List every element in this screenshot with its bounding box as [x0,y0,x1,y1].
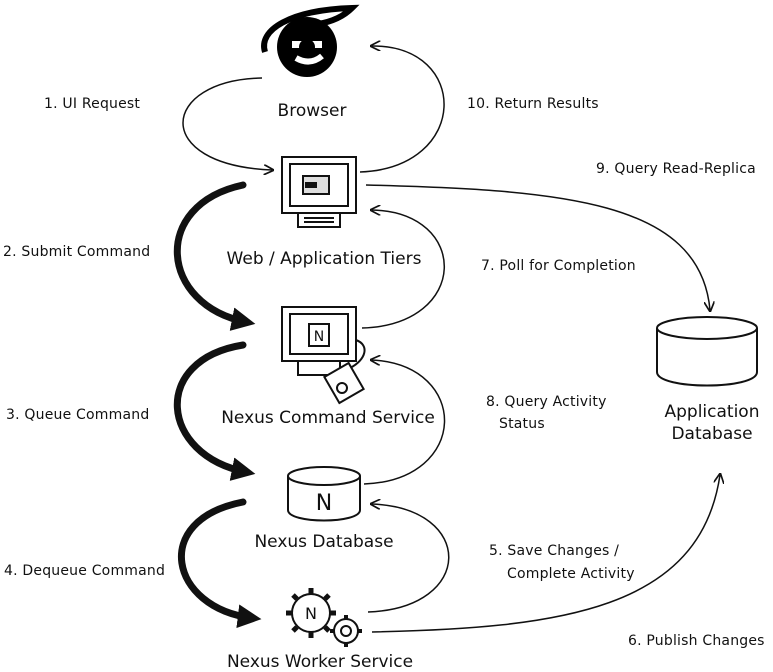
web-tier-monitor-icon [281,156,357,228]
application-database-icon [656,316,758,387]
browser-icon [261,4,360,77]
application-database-label-line1: Application [664,402,760,422]
nexus-database-n-label: N [316,491,332,516]
arrow-queue-command [173,341,256,481]
command-service-monitor-icon [281,306,366,405]
nexus-database-icon [287,466,361,522]
step-9-label: 9. Query Read-Replica [596,161,756,177]
arrow-submit-command [173,181,256,331]
command-service-n-label: N [314,329,324,345]
browser-label: Browser [277,101,347,121]
step-8-label-line2: Status [499,416,545,432]
worker-gears-icon [286,588,362,647]
step-8-label-line1: 8. Query Activity [486,394,607,410]
arrow-poll-completion [361,210,445,329]
application-database-label: Application Database [665,401,760,445]
application-database-label-line2: Database [671,424,753,444]
arrow-return-results [359,46,445,173]
arrow-query-read-replica [365,184,710,310]
nexus-database-label: Nexus Database [254,532,394,552]
worker-n-label: N [305,604,317,623]
arrow-dequeue-command [177,498,262,629]
arrow-query-activity [363,360,446,485]
step-4-label: 4. Dequeue Command [4,563,166,579]
step-5-label-line1: 5. Save Changes / [489,543,620,559]
step-5-label-line2: Complete Activity [507,566,635,582]
arrow-publish-changes [371,475,720,633]
step-2-label: 2. Submit Command [3,244,151,260]
step-7-label: 7. Poll for Completion [481,258,636,274]
nexus-command-service-label: Nexus Command Service [221,408,435,428]
step-1-label: 1. UI Request [44,96,141,112]
nexus-worker-service-label: Nexus Worker Service [226,652,414,672]
arrow-ui-request [182,77,272,170]
web-application-tiers-label: Web / Application Tiers [226,249,422,269]
step-10-label: 10. Return Results [467,96,599,112]
step-3-label: 3. Queue Command [6,407,150,423]
step-6-label: 6. Publish Changes [628,633,765,649]
arrow-save-changes [367,504,450,613]
